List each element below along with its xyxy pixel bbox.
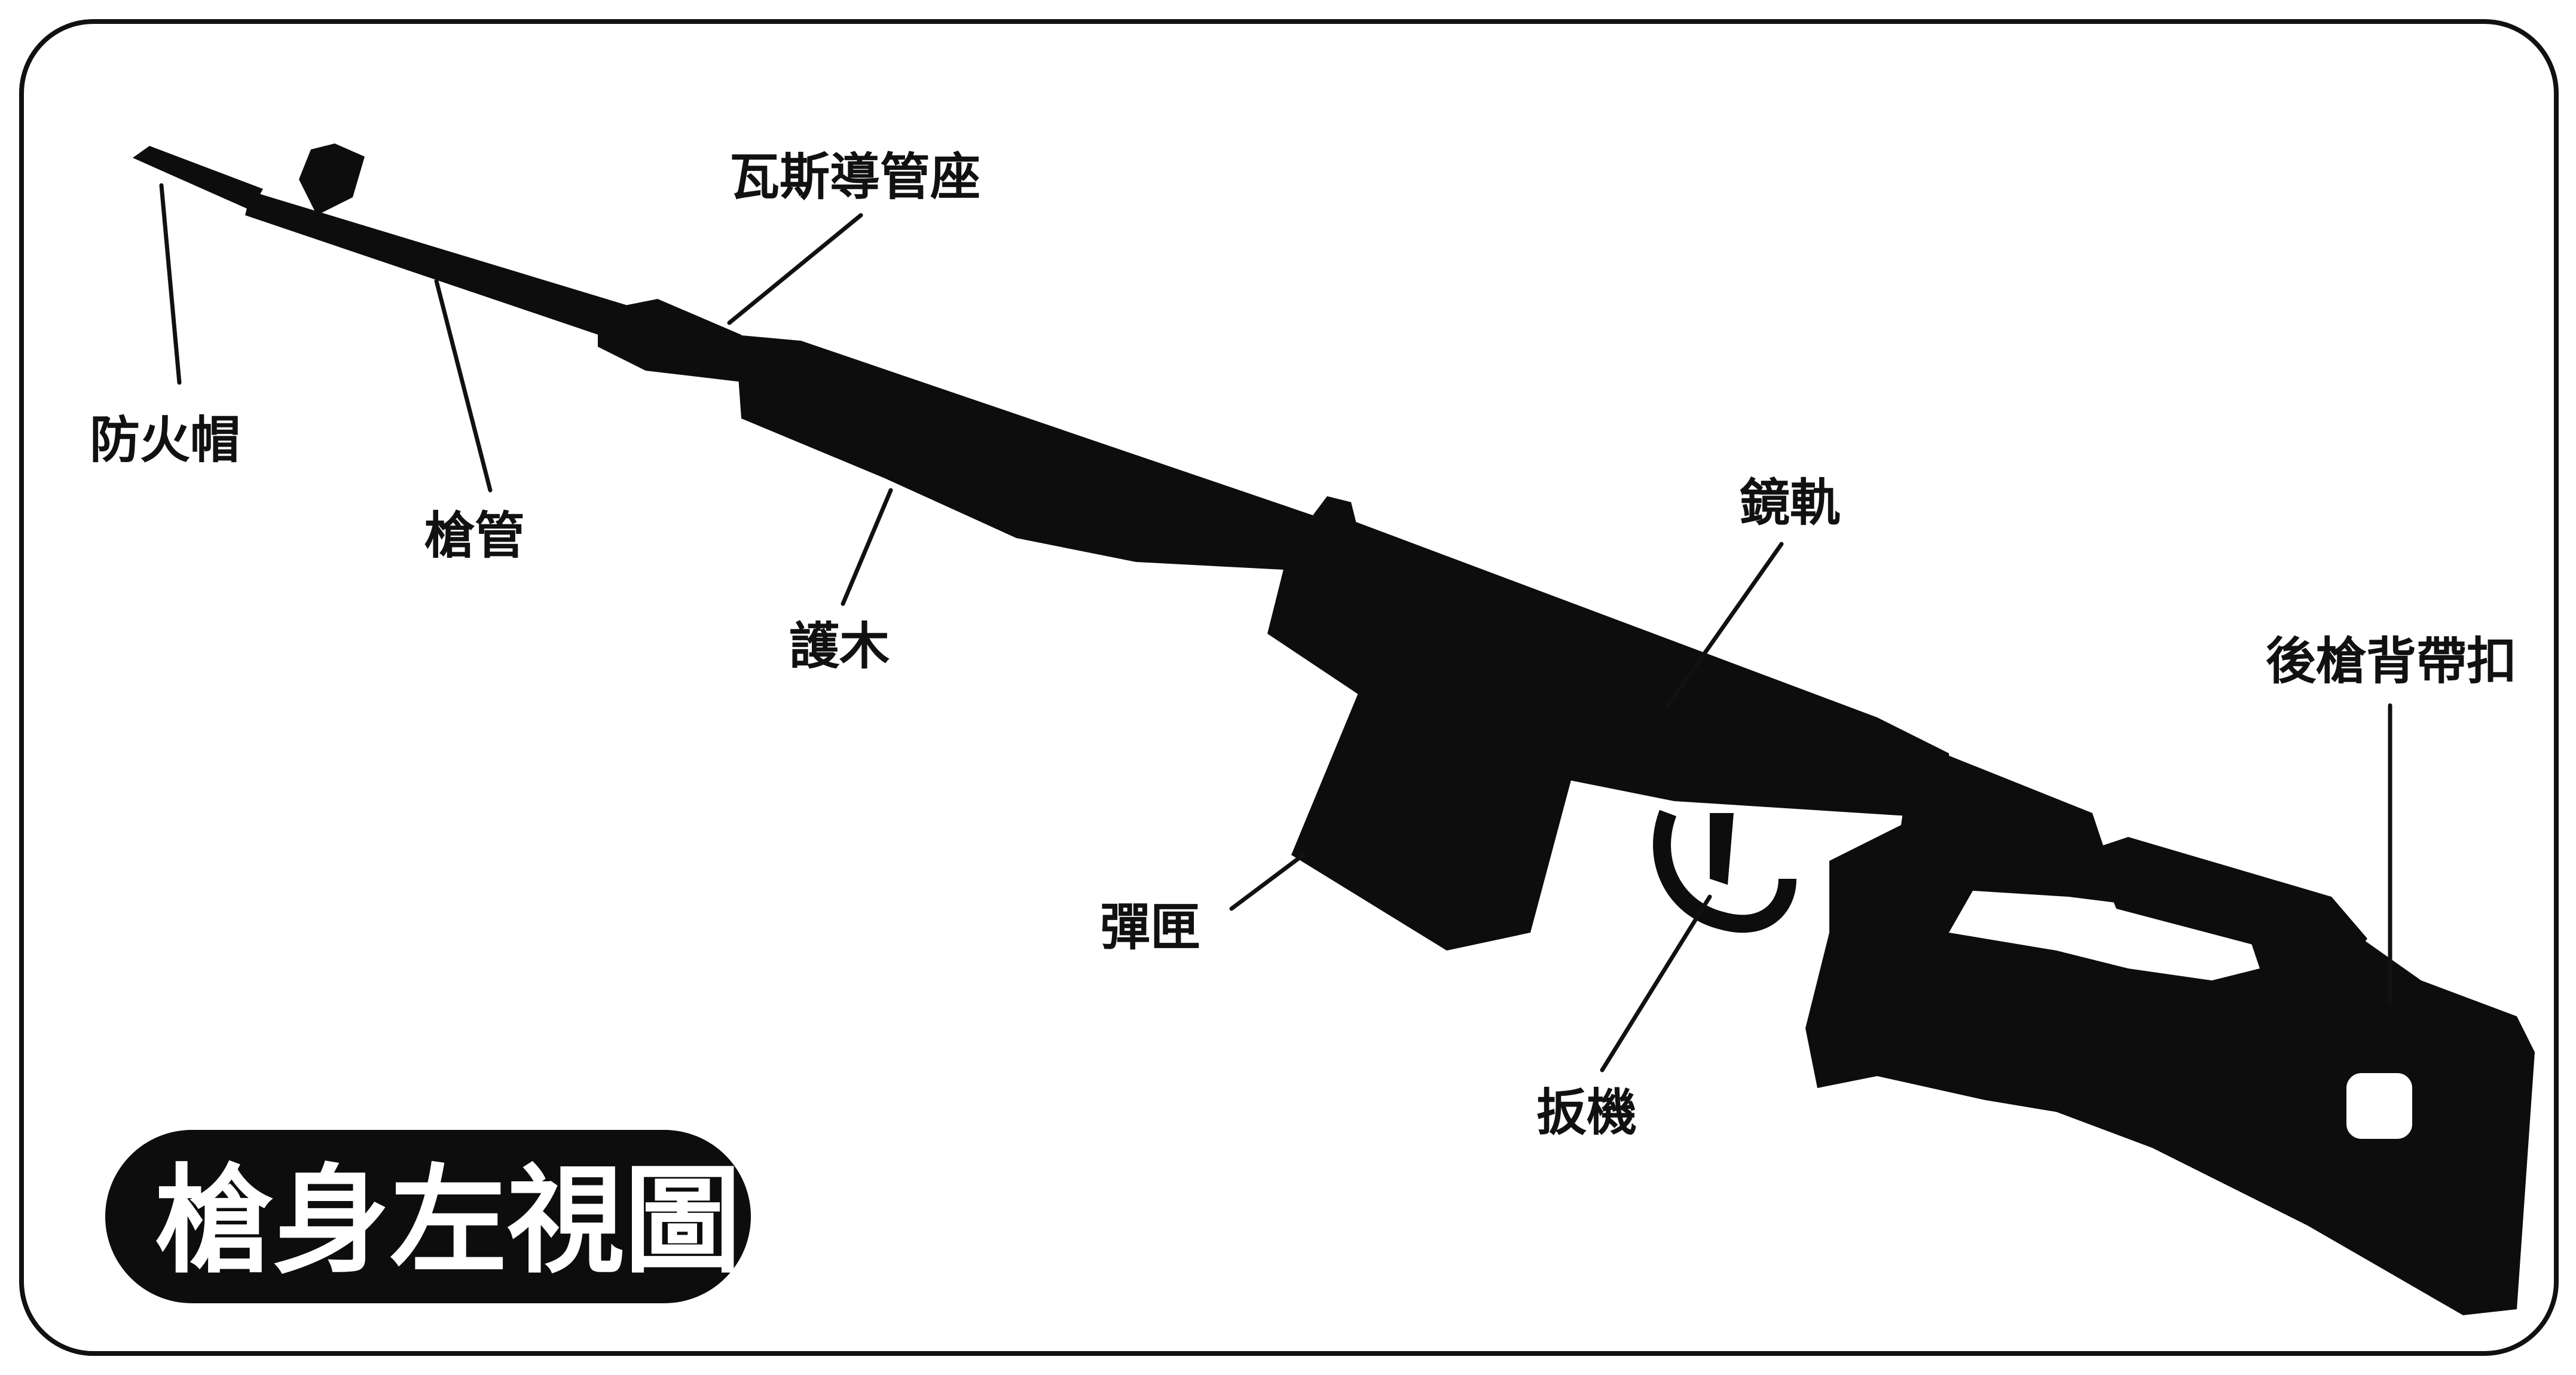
diagram-title: 槍身左視圖: [155, 1153, 741, 1290]
gas-block-shape: [598, 299, 747, 383]
cheek-rest-shape: [2092, 837, 2367, 968]
handguard-shape: [735, 335, 1363, 574]
rear-sight-shape: [1309, 496, 1357, 526]
stock-shape: [1805, 741, 2535, 1315]
leader-lines: [159, 183, 2392, 1072]
front-sight-shape: [299, 143, 365, 215]
barrel-shape: [245, 191, 646, 347]
trigger-shape: [1710, 813, 1734, 885]
butt-slot-shape: [2340, 1067, 2418, 1145]
title-badge-background: [105, 1130, 751, 1303]
trigger-guard-shape: [1653, 809, 1796, 933]
leader-flash-hider: [159, 183, 182, 385]
label-scope-rail: 鏡軌: [1740, 473, 1840, 532]
leader-scope-rail: [1666, 542, 1784, 708]
label-magazine: 彈匣: [1100, 898, 1200, 957]
magazine-shape: [1291, 682, 1578, 951]
receiver-shape: [1267, 514, 1955, 819]
label-flash-hider: 防火帽: [90, 411, 240, 469]
label-gas-tube-mount: 瓦斯導管座: [729, 148, 980, 206]
label-trigger: 扳機: [1536, 1083, 1637, 1142]
leader-trigger: [1600, 894, 1712, 1072]
flash-hider-shape: [133, 146, 263, 210]
label-rear-sling-swivel: 後槍背帶扣: [2266, 632, 2517, 690]
leader-barrel: [434, 279, 493, 493]
leader-handguard: [841, 488, 893, 606]
part-labels: 防火帽 槍管 瓦斯導管座 護木 鏡軌 彈匣 扳機 後槍背帶扣: [90, 148, 2517, 1142]
label-handguard: 護木: [789, 617, 890, 676]
title-badge: 槍身左視圖: [105, 1130, 751, 1303]
leader-gas-tube-mount: [727, 213, 863, 325]
rifle-illustration: [133, 143, 2535, 1315]
leader-magazine: [1229, 852, 1306, 911]
label-barrel: 槍管: [424, 506, 525, 565]
